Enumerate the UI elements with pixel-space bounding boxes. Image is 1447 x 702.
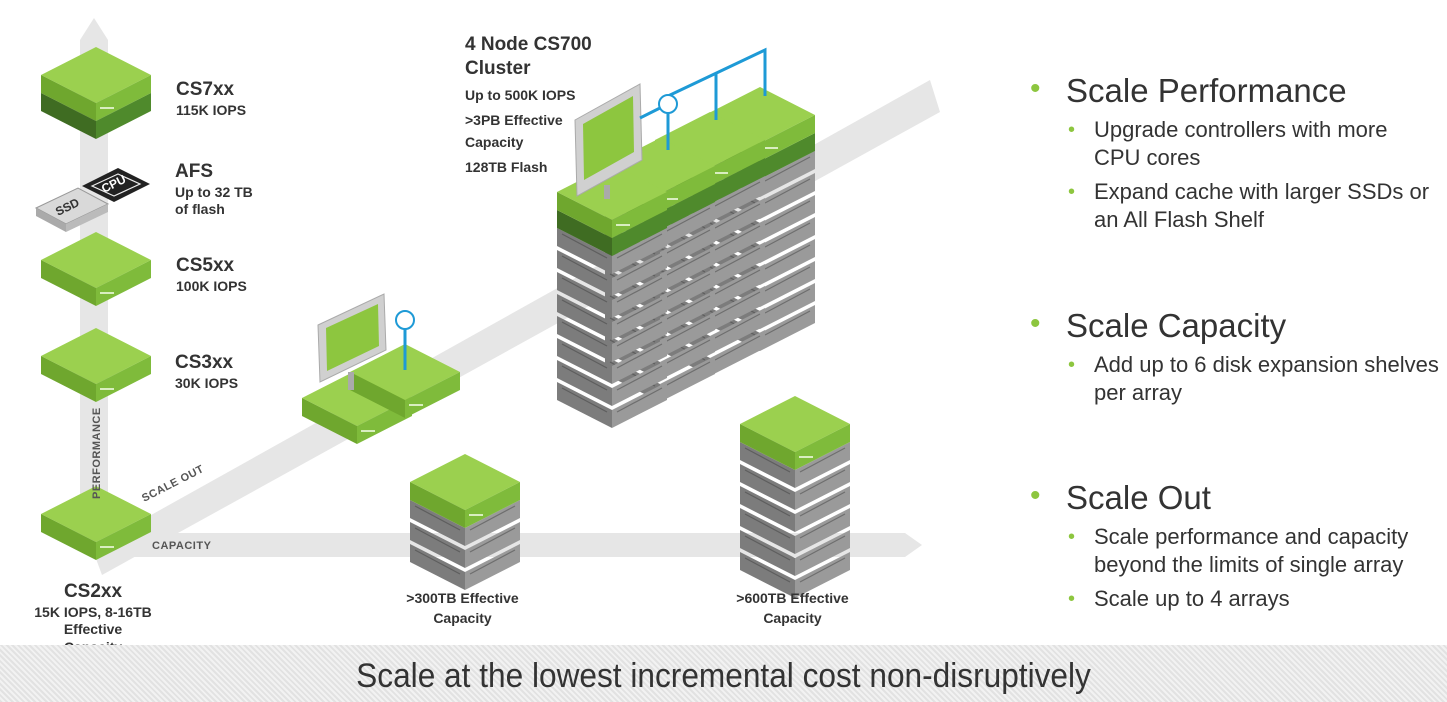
cpu-chip (82, 168, 150, 202)
capacity-stack-600 (739, 396, 851, 599)
bullet-item: Expand cache with larger SSDs or an All … (1030, 178, 1440, 234)
scale-out-title: Scale Out (1030, 479, 1440, 517)
footer-band (0, 645, 1447, 702)
capacity-axis-label: CAPACITY (152, 540, 212, 552)
four-node-cluster (556, 47, 816, 429)
bullet-item: Add up to 6 disk expansion shelves per a… (1030, 351, 1440, 407)
scale-out-section: Scale Out Scale performance and capacity… (1030, 479, 1440, 619)
cs5xx-unit (41, 232, 151, 306)
two-node-cluster (302, 293, 460, 444)
cluster-label: 4 Node CS700 Cluster Up to 500K IOPS >3P… (465, 34, 592, 175)
bullet-item: Scale performance and capacity beyond th… (1030, 523, 1440, 579)
scale-performance-section: Scale Performance Upgrade controllers wi… (1030, 72, 1440, 240)
ssd-chip (34, 187, 110, 232)
cs3xx-unit (41, 328, 151, 402)
tagline: Scale at the lowest incremental cost non… (356, 657, 1091, 695)
scale-performance-title: Scale Performance (1030, 72, 1440, 110)
performance-axis-label: PERFORMANCE (91, 407, 103, 499)
scale-capacity-title: Scale Capacity (1030, 307, 1440, 345)
scale-capacity-section: Scale Capacity Add up to 6 disk expansio… (1030, 307, 1440, 413)
capacity-stack-300 (409, 454, 521, 591)
bullet-item: Scale up to 4 arrays (1030, 585, 1440, 613)
bullet-item: Upgrade controllers with more CPU cores (1030, 116, 1440, 172)
